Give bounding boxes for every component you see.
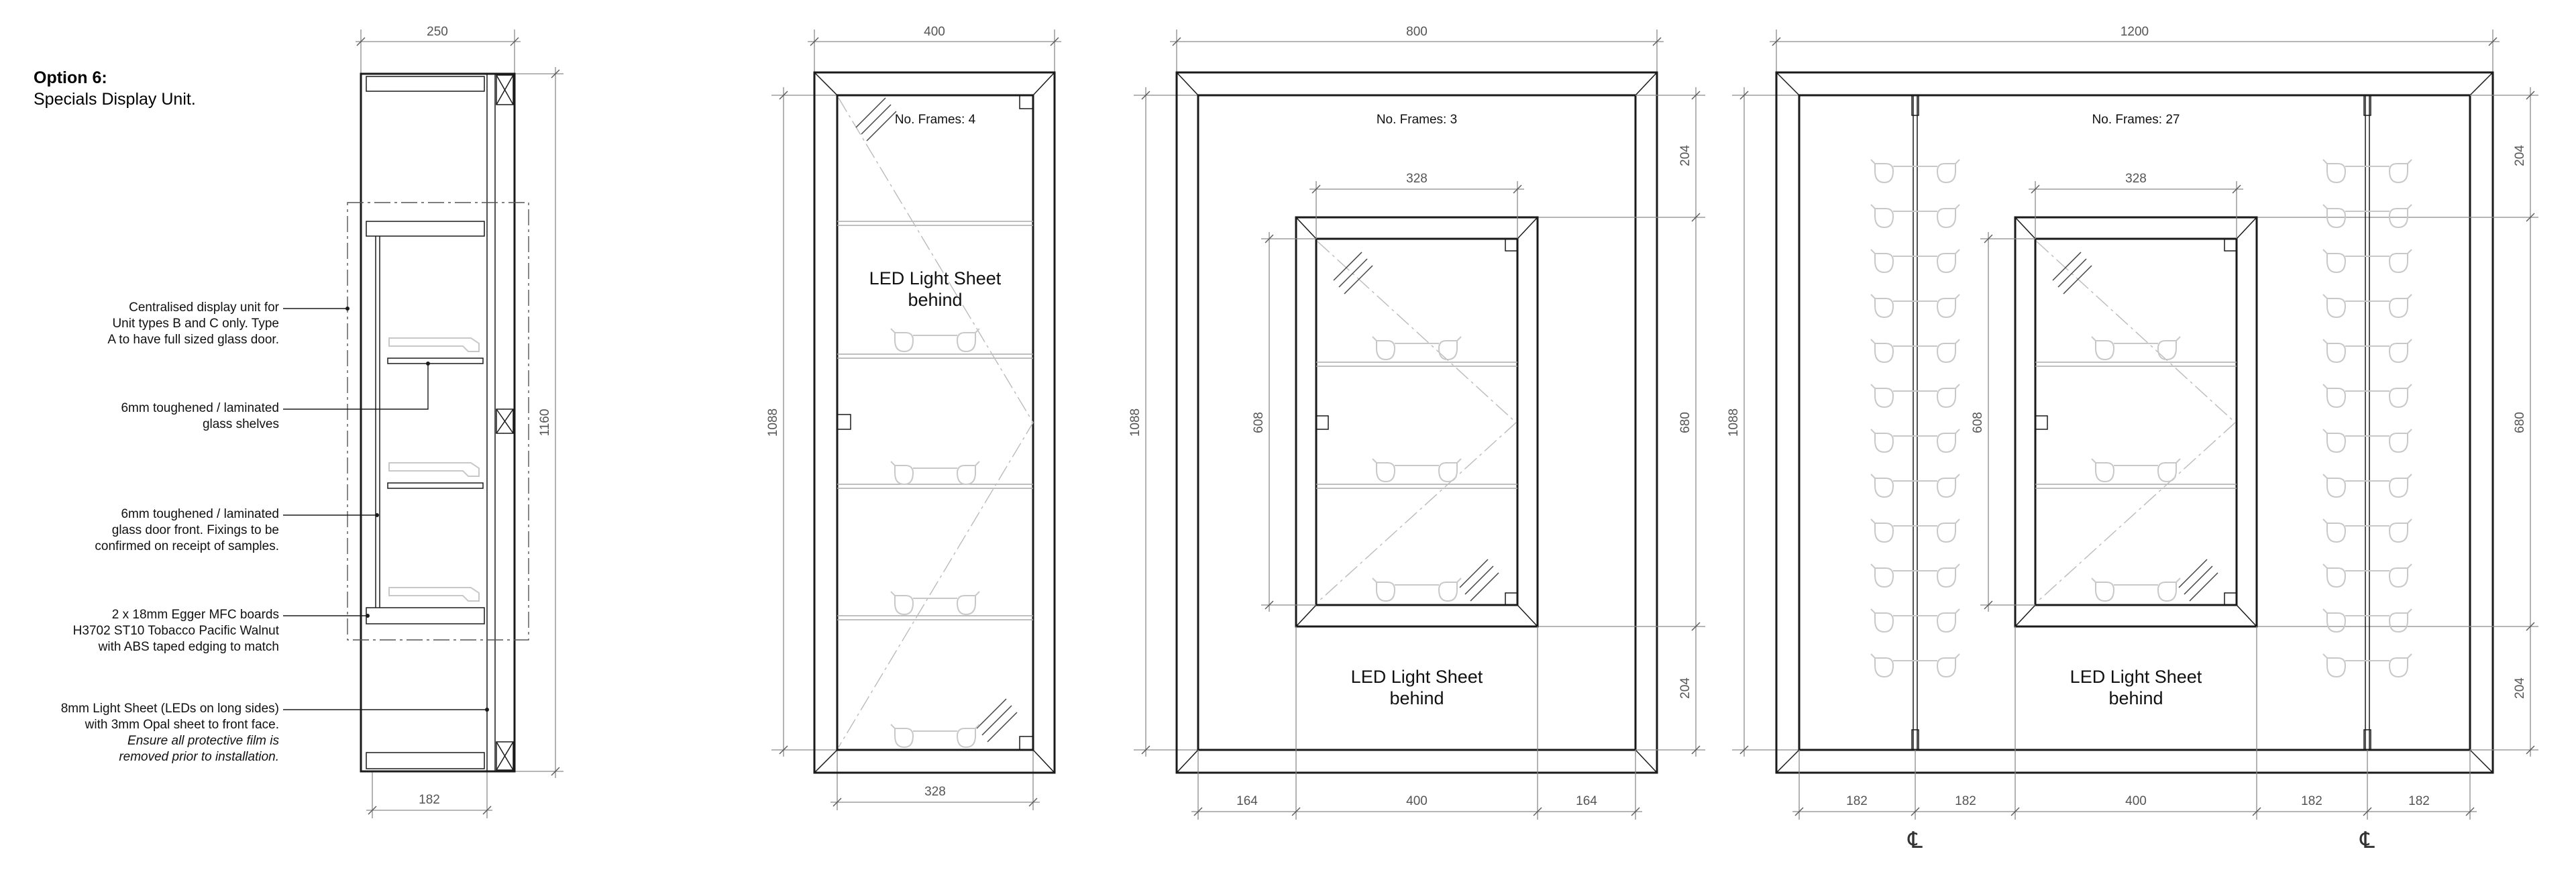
svg-text:6mm toughened / laminated: 6mm toughened / laminated xyxy=(121,401,279,415)
dim-unit800-height: 1088 xyxy=(1128,408,1142,437)
spectacles-icon xyxy=(2091,336,2181,360)
spectacles-icon xyxy=(890,724,980,748)
spectacles-icon xyxy=(1372,458,1462,482)
spectacles-icon xyxy=(890,328,980,352)
dim-unit400-width: 400 xyxy=(924,25,945,39)
led-label-line2: behind xyxy=(908,290,962,310)
frames-count-label: No. Frames: 4 xyxy=(895,113,976,127)
led-label-line1: LED Light Sheet xyxy=(869,268,1002,288)
elevation-unit-1200: 1200 1088 204 680 204 xyxy=(1727,25,2538,853)
dim-unit1200-bottom-1: 182 xyxy=(1846,794,1868,808)
svg-text:Centralised display unit for: Centralised display unit for xyxy=(129,300,280,315)
frames-count-label: No. Frames: 27 xyxy=(2092,113,2180,127)
spectacles-icon xyxy=(1372,336,1462,360)
dim-unit1200-top-band: 204 xyxy=(2513,145,2527,166)
dim-unit1200-door-band: 680 xyxy=(2513,412,2527,433)
svg-text:H3702 ST10 Tobacco Pacific Wal: H3702 ST10 Tobacco Pacific Walnut xyxy=(73,624,280,638)
dim-unit800-door-width: 328 xyxy=(1406,172,1428,186)
dim-section-width-bottom: 182 xyxy=(419,793,440,807)
spectacles-icon xyxy=(2091,458,2181,482)
dim-unit1200-door-width: 328 xyxy=(2125,172,2147,186)
dim-unit400-height: 1088 xyxy=(766,408,780,437)
dim-unit1200-bottom-2: 182 xyxy=(1955,794,1976,808)
drawing-subheading: Specials Display Unit. xyxy=(34,90,196,109)
title-block: Option 6: Specials Display Unit. xyxy=(34,68,196,109)
spectacles-icon xyxy=(890,591,980,615)
svg-text:A to have full sized glass doo: A to have full sized glass door. xyxy=(107,333,279,347)
centerline-icon: ℄ xyxy=(1907,828,1923,853)
spectacles-icon xyxy=(890,461,980,485)
svg-text:8mm Light Sheet (LEDs on long: 8mm Light Sheet (LEDs on long sides) xyxy=(61,702,279,716)
dim-unit800-door-band: 680 xyxy=(1678,412,1693,433)
svg-text:Unit types B and C only. Type: Unit types B and C only. Type xyxy=(112,317,279,331)
dim-section-height: 1160 xyxy=(538,409,552,437)
dim-unit1200-bottom-3: 400 xyxy=(2125,794,2147,808)
note-light-sheet: 8mm Light Sheet (LEDs on long sides) wit… xyxy=(61,702,489,764)
svg-text:6mm toughened / laminated: 6mm toughened / laminated xyxy=(121,507,279,521)
dim-unit400-door-width: 328 xyxy=(924,785,946,799)
svg-text:confirmed on receipt of sample: confirmed on receipt of samples. xyxy=(95,539,279,553)
dim-unit1200-width: 1200 xyxy=(2121,25,2149,39)
note-glass-shelves: 6mm toughened / laminated glass shelves xyxy=(121,362,430,431)
spectacles-stack-left xyxy=(1870,159,1960,677)
note-glass-door: 6mm toughened / laminated glass door fro… xyxy=(95,507,379,553)
frames-count-label: No. Frames: 3 xyxy=(1377,113,1457,127)
dim-unit1200-door-height: 608 xyxy=(1971,412,1985,433)
dim-unit800-left-gap: 164 xyxy=(1236,794,1258,808)
drawing-heading: Option 6: xyxy=(34,68,107,87)
spectacles-stack-right xyxy=(2322,159,2412,677)
spectacles-icon xyxy=(2091,578,2181,602)
centerline-icon: ℄ xyxy=(2359,828,2375,853)
led-label-line2: behind xyxy=(2108,688,2163,708)
dim-unit1200-bottom-5: 182 xyxy=(2408,794,2430,808)
section-view: 250 1160 182 xyxy=(61,25,564,818)
led-label-line1: LED Light Sheet xyxy=(2070,667,2202,687)
dim-unit800-door-height: 608 xyxy=(1252,412,1266,433)
spectacles-icon xyxy=(1372,578,1462,602)
dim-unit800-right-gap: 164 xyxy=(1576,794,1597,808)
svg-text:with 3mm Opal sheet to front f: with 3mm Opal sheet to front face. xyxy=(85,718,279,732)
svg-text:Ensure all protective film is: Ensure all protective film is xyxy=(127,734,279,748)
elevation-unit-800: 800 1088 204 680 204 xyxy=(1128,25,1705,820)
elevation-unit-400: 400 1088 328 xyxy=(766,25,1061,810)
led-label-line1: LED Light Sheet xyxy=(1351,667,1483,687)
note-display-unit: Centralised display unit for Unit types … xyxy=(107,300,350,347)
dim-unit800-bottom-band: 204 xyxy=(1678,677,1693,699)
dim-unit1200-bottom-4: 182 xyxy=(2301,794,2322,808)
dim-unit800-width: 800 xyxy=(1406,25,1428,39)
svg-text:glass shelves: glass shelves xyxy=(203,417,279,431)
dim-unit800-top-band: 204 xyxy=(1678,145,1693,166)
dim-unit1200-bottom-band: 204 xyxy=(2513,677,2527,699)
led-label-line2: behind xyxy=(1389,688,1444,708)
svg-text:glass door front. Fixings to b: glass door front. Fixings to be xyxy=(112,523,279,537)
dim-unit800-door-outer: 400 xyxy=(1406,794,1428,808)
svg-text:removed prior to installation.: removed prior to installation. xyxy=(119,750,279,764)
dim-section-width-top: 250 xyxy=(427,25,448,39)
note-mfc-boards: 2 x 18mm Egger MFC boards H3702 ST10 Tob… xyxy=(73,608,370,654)
svg-text:2 x 18mm Egger MFC boards: 2 x 18mm Egger MFC boards xyxy=(112,608,279,622)
dim-unit1200-height: 1088 xyxy=(1727,408,1741,437)
svg-text:with ABS taped edging to match: with ABS taped edging to match xyxy=(98,640,279,654)
